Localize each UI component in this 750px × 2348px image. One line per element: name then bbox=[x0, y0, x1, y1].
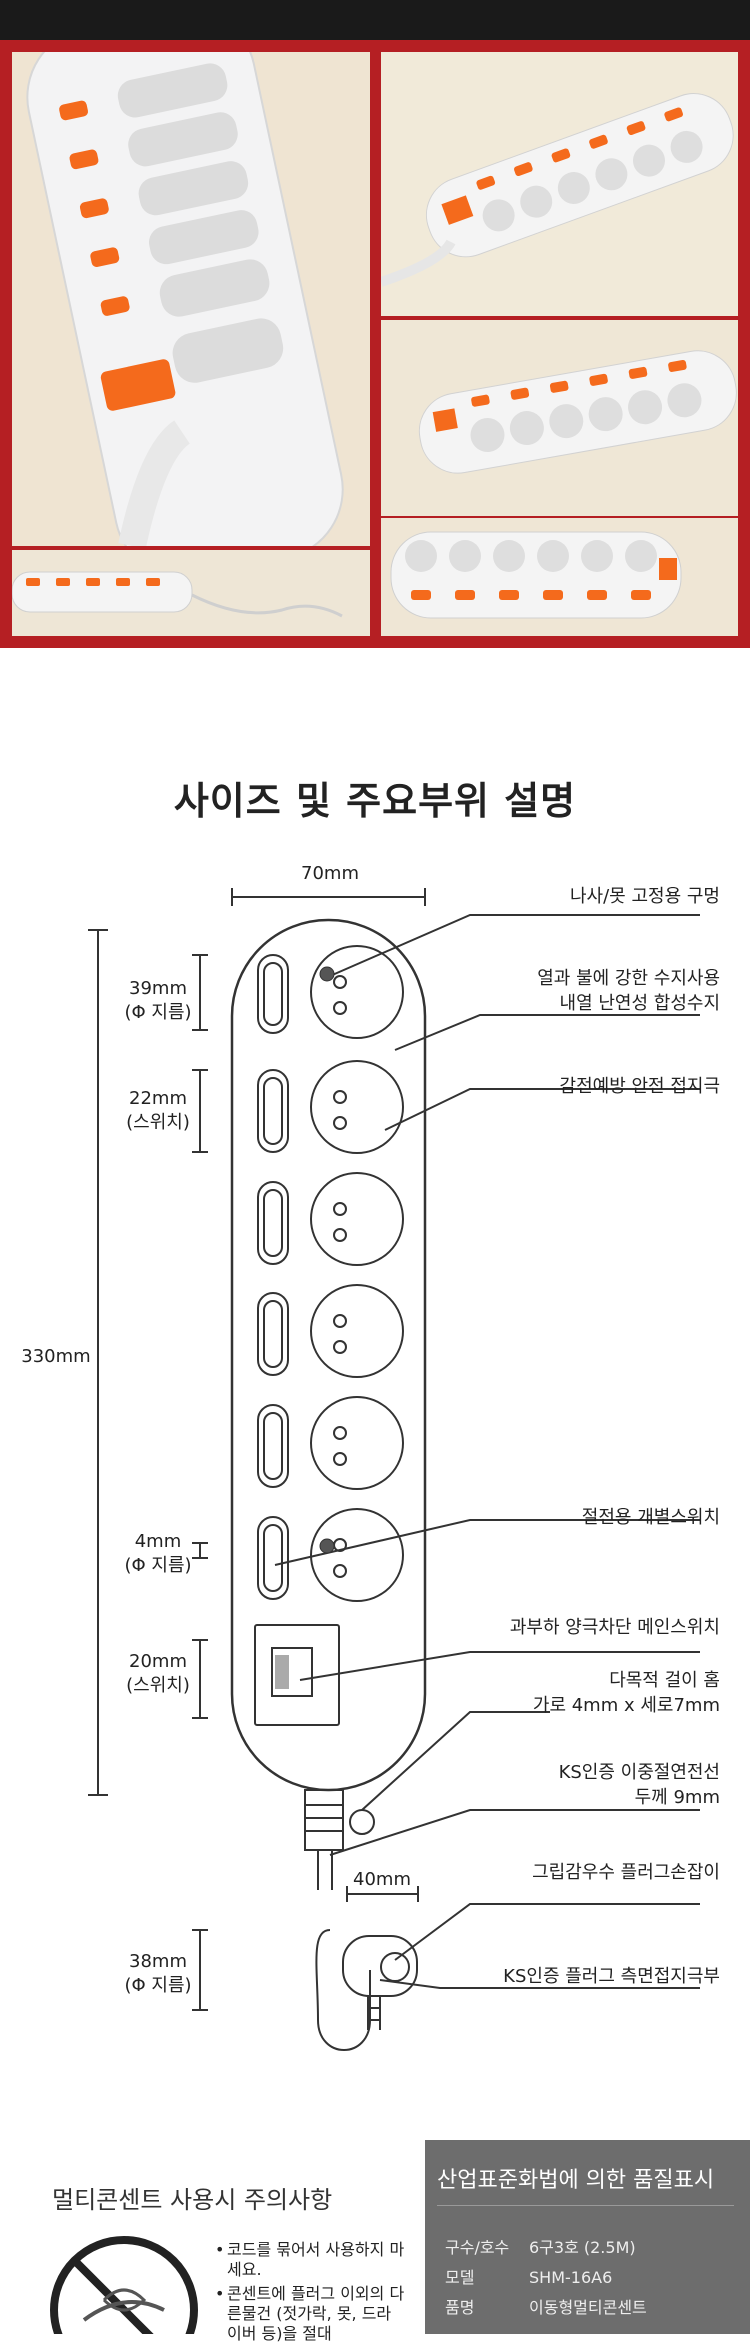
dim-width-label: 70mm bbox=[301, 863, 359, 884]
callout-hanging-slot: 다목적 걸이 홈 가로 4mm x 세로7mm bbox=[420, 1668, 720, 1718]
top-dark-bar bbox=[0, 0, 750, 40]
callout-resin: 열과 불에 강한 수지사용 내열 난연성 합성수지 bbox=[420, 966, 720, 1016]
callout-cable-line1: KS인증 이중절연전선 bbox=[558, 1762, 720, 1783]
quality-title: 산업표준화법에 의한 품질표시 bbox=[437, 2168, 715, 2193]
dim-switch-label: 22mm (스위치) bbox=[108, 1087, 208, 1135]
product-photo-front bbox=[381, 518, 738, 636]
quality-divider bbox=[437, 2205, 734, 2206]
caution-title: 멀티콘센트 사용시 주의사항 bbox=[52, 2186, 333, 2214]
callout-hanging-slot-line1: 다목적 걸이 홈 bbox=[609, 1670, 720, 1691]
dim-main-switch-note: (스위치) bbox=[126, 1675, 190, 1696]
dim-hole-value: 39mm bbox=[129, 978, 187, 999]
dim-plug-dia-value: 38mm bbox=[129, 1951, 187, 1972]
dim-led-note: (Φ 지름) bbox=[124, 1555, 192, 1576]
callout-screw-hole: 나사/못 고정용 구멍 bbox=[570, 886, 720, 907]
dim-plug-width-label: 40mm bbox=[353, 1869, 411, 1890]
power-strip-diagram bbox=[88, 888, 700, 2051]
product-photo-top bbox=[381, 320, 738, 516]
callout-main-switch: 과부하 양극차단 메인스위치 bbox=[509, 1617, 720, 1638]
callout-cable: KS인증 이중절연전선 두께 9mm bbox=[420, 1760, 720, 1810]
callout-ground: 감전예방 안전 접지극 bbox=[559, 1076, 720, 1097]
quality-row: 구수/호수 6구3호 (2.5M) bbox=[445, 2234, 636, 2258]
dim-led-value: 4mm bbox=[134, 1531, 182, 1552]
product-photo-angle bbox=[381, 52, 738, 316]
quality-key: 품명 bbox=[445, 2298, 475, 2317]
callout-resin-line1: 열과 불에 강한 수지사용 bbox=[537, 968, 720, 989]
product-photo-collage bbox=[0, 40, 750, 648]
callout-individual-switch: 절전용 개별스위치 bbox=[581, 1507, 720, 1528]
dim-total-length-label: 330mm bbox=[21, 1346, 91, 1367]
no-bundle-cord-icon bbox=[50, 2236, 198, 2334]
callout-hanging-slot-line2: 가로 4mm x 세로7mm bbox=[532, 1695, 720, 1716]
dim-switch-value: 22mm bbox=[129, 1088, 187, 1109]
dim-hole-label: 39mm (Φ 지름) bbox=[108, 977, 208, 1025]
quality-value: SHM-16A6 bbox=[529, 2268, 613, 2287]
quality-value: 이동형멀티콘센트 bbox=[529, 2298, 647, 2317]
callout-cable-line2: 두께 9mm bbox=[634, 1787, 720, 1808]
quality-row: 모델 SHM-16A6 bbox=[445, 2264, 612, 2288]
caution-item: 콘센트에 플러그 이외의 다른물건 (젓가락, 못, 드라이버 등)을 절대 bbox=[215, 2284, 405, 2344]
quality-key: 모델 bbox=[445, 2268, 475, 2287]
dim-led-label: 4mm (Φ 지름) bbox=[108, 1530, 208, 1578]
dim-main-switch-label: 20mm (스위치) bbox=[108, 1650, 208, 1698]
quality-label-box: 산업표준화법에 의한 품질표시 구수/호수 6구3호 (2.5M) 모델 SHM-1… bbox=[425, 2140, 750, 2334]
product-photo-closeup bbox=[12, 52, 370, 546]
quality-value: 6구3호 (2.5M) bbox=[529, 2238, 636, 2257]
product-photo-side bbox=[12, 550, 370, 636]
section-title: 사이즈 및 주요부위 설명 bbox=[173, 779, 577, 823]
dim-switch-note: (스위치) bbox=[126, 1112, 190, 1133]
dim-plug-dia-label: 38mm (Φ 지름) bbox=[108, 1950, 208, 1998]
callout-plug-ground: KS인증 플러그 측면접지극부 bbox=[503, 1966, 720, 1987]
caution-list: 코드를 묶어서 사용하지 마세요. 콘센트에 플러그 이외의 다른물건 (젓가락… bbox=[215, 2240, 405, 2348]
caution-item: 코드를 묶어서 사용하지 마세요. bbox=[215, 2240, 405, 2280]
dim-main-switch-value: 20mm bbox=[129, 1651, 187, 1672]
quality-key: 구수/호수 bbox=[445, 2238, 510, 2257]
callout-resin-line2: 내열 난연성 합성수지 bbox=[559, 993, 720, 1014]
quality-row: 품명 이동형멀티콘센트 bbox=[445, 2294, 647, 2318]
dim-hole-note: (Φ 지름) bbox=[124, 1002, 192, 1023]
callout-plug-grip: 그립감우수 플러그손잡이 bbox=[532, 1862, 720, 1883]
dim-plug-dia-note: (Φ 지름) bbox=[124, 1975, 192, 1996]
